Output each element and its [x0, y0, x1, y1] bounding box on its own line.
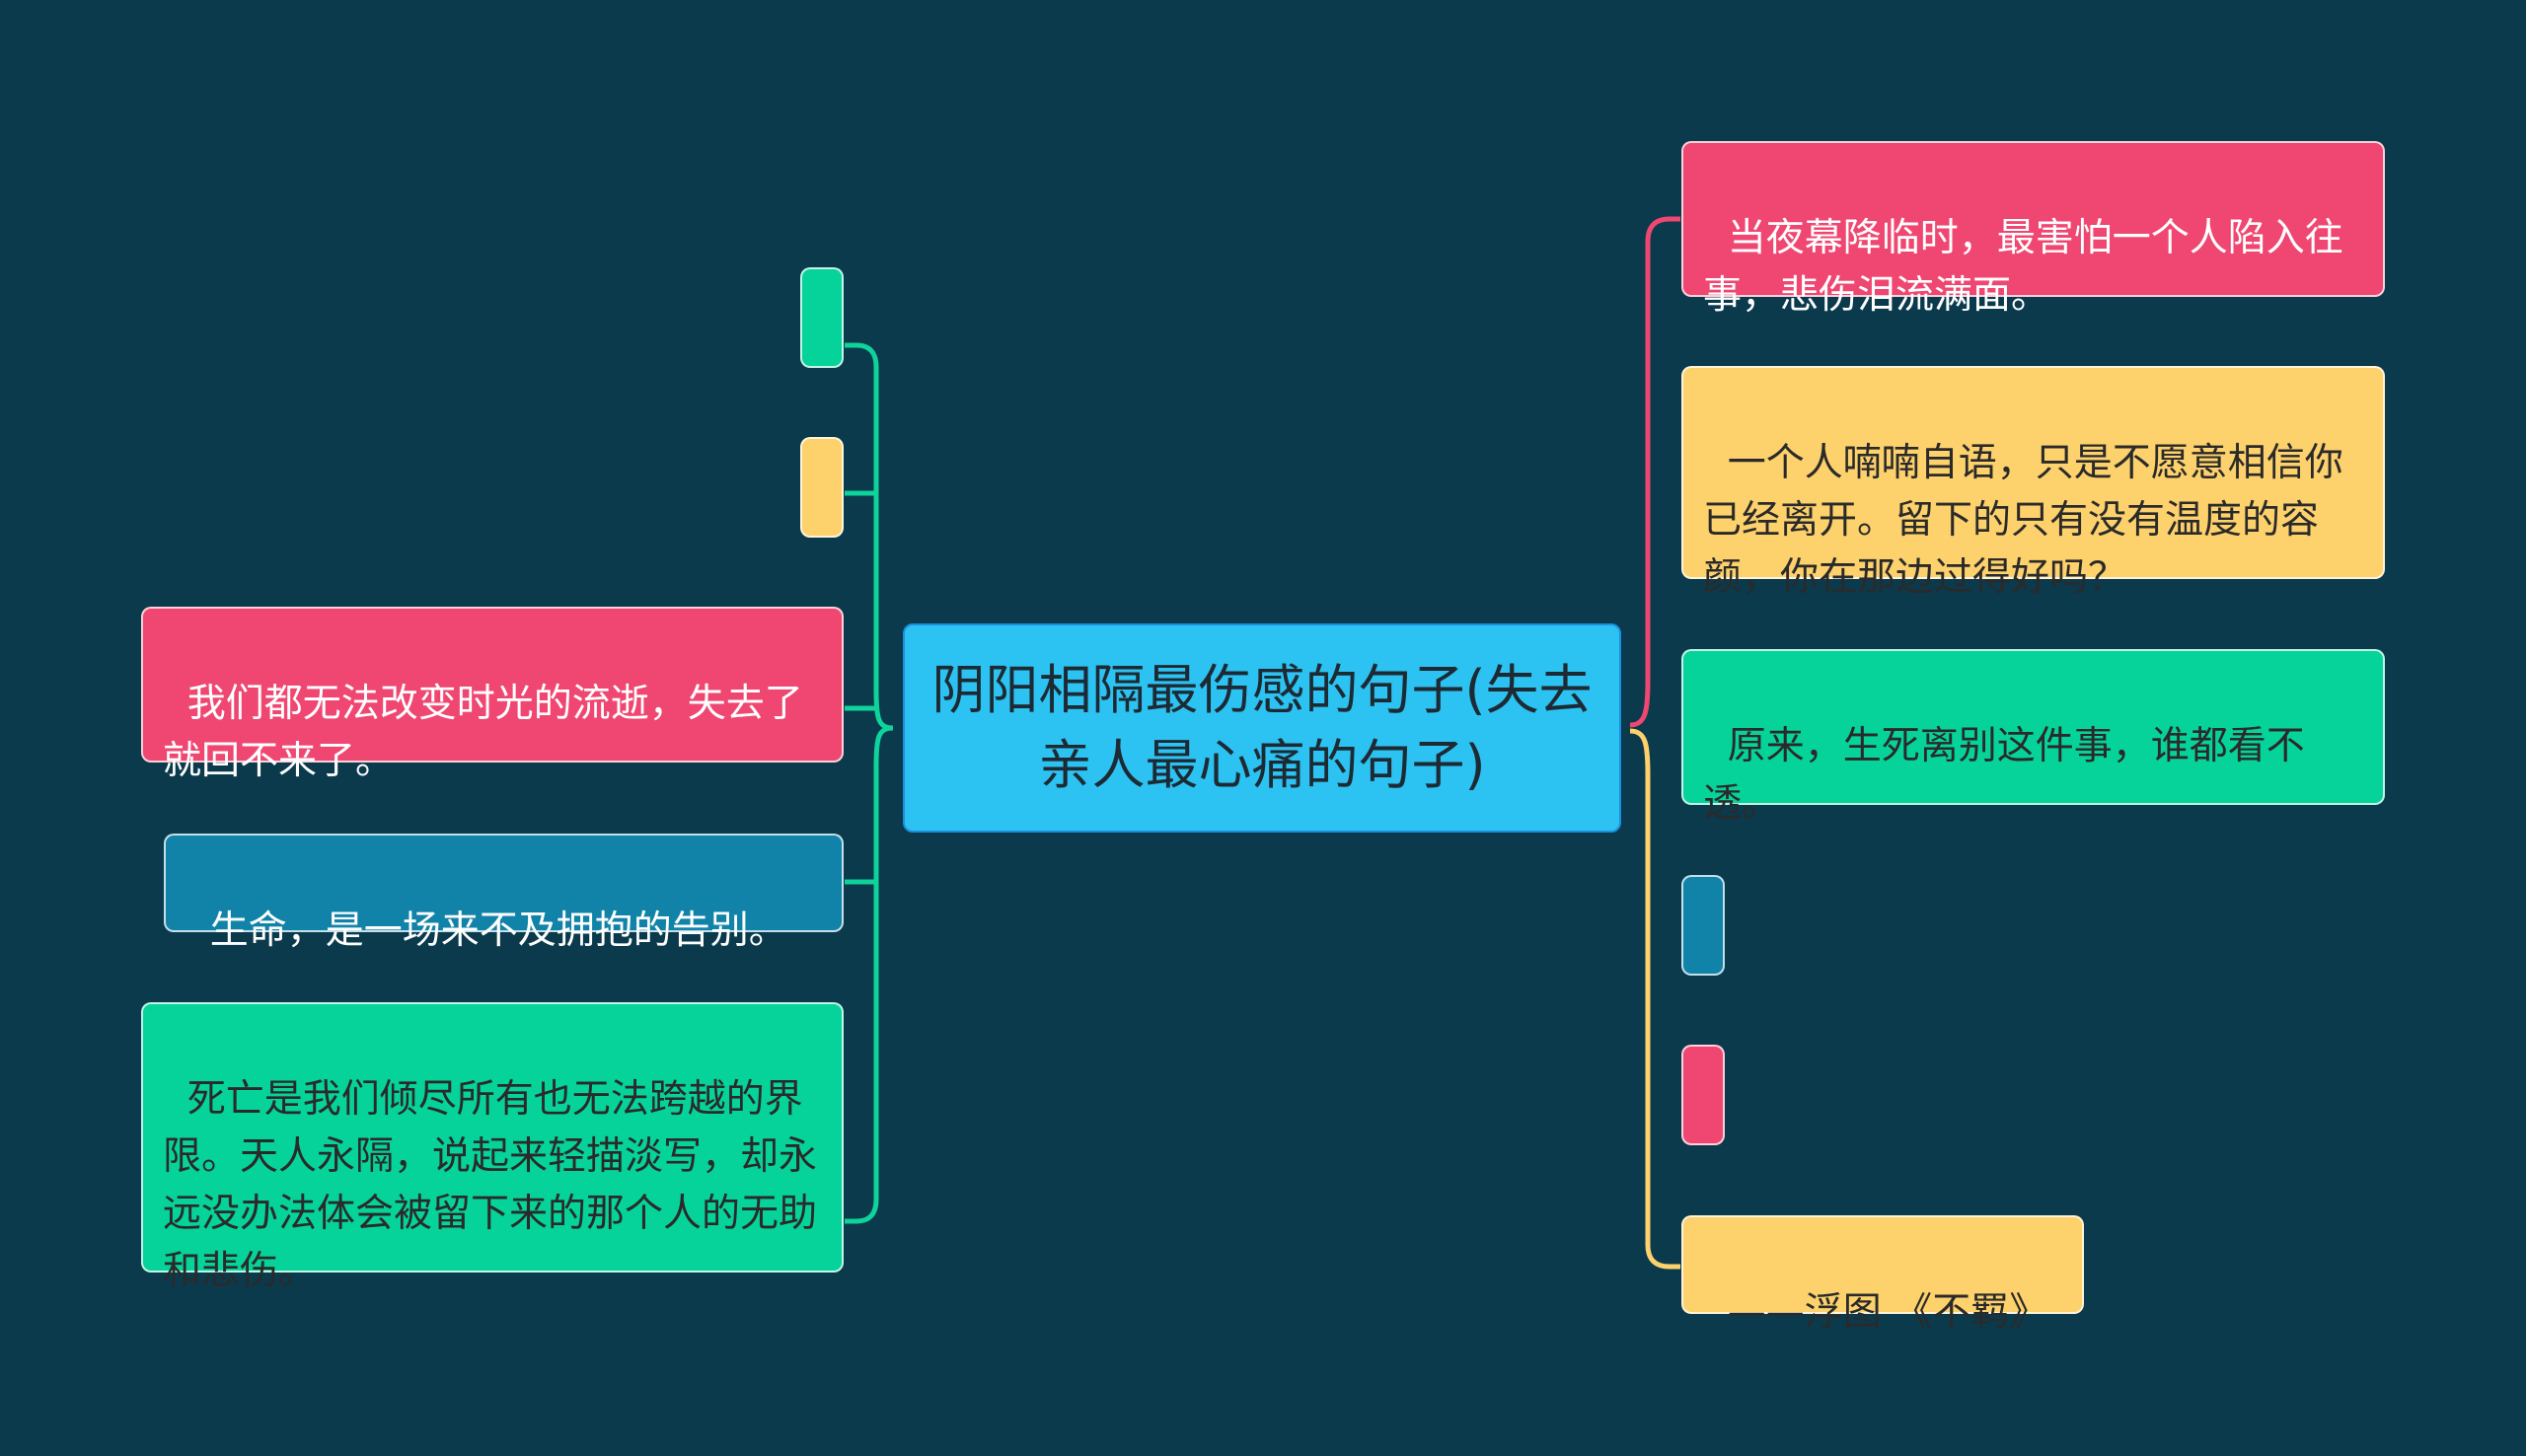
root-topic-label: 阴阳相隔最伤感的句子(失去亲人最心痛的句子) [931, 659, 1593, 796]
right-node-source[interactable]: ——浮图 《不羁》 [1681, 1215, 2084, 1335]
right-empty-node-red[interactable] [1681, 1045, 1725, 1145]
left-node-time-text: 我们都无法改变时光的流逝，失去了就回不来了。 [163, 682, 803, 783]
right-node-source-text: ——浮图 《不羁》 [1727, 1290, 2048, 1335]
root-topic[interactable]: 阴阳相隔最伤感的句子(失去亲人最心痛的句子) [903, 623, 1621, 833]
right-node-murmur[interactable]: 一个人喃喃自语，只是不愿意相信你已经离开。留下的只有没有温度的容颜，你在那边过得… [1681, 366, 2385, 600]
right-node-parting[interactable]: 原来，生死离别这件事，谁都看不透。 [1681, 649, 2385, 826]
left-node-death-text: 死亡是我们倾尽所有也无法跨越的界限。天人永隔，说起来轻描淡写，却永远没办法体会被… [163, 1077, 818, 1293]
left-node-time[interactable]: 我们都无法改变时光的流逝，失去了就回不来了。 [141, 607, 844, 783]
left-node-death[interactable]: 死亡是我们倾尽所有也无法跨越的界限。天人永隔，说起来轻描淡写，却永远没办法体会被… [141, 1002, 844, 1293]
right-node-parting-text: 原来，生死离别这件事，谁都看不透。 [1703, 724, 2305, 826]
left-bracket [845, 342, 894, 731]
left-node-farewell[interactable]: 生命，是一场来不及拥抱的告别。 [164, 834, 844, 953]
left-bracket-lower [845, 725, 894, 1224]
right-node-night[interactable]: 当夜幕降临时，最害怕一个人陷入往事，悲伤泪流满面。 [1681, 141, 2385, 318]
right-empty-node-blue[interactable] [1681, 875, 1725, 976]
left-empty-node-green[interactable] [800, 267, 844, 368]
right-bracket-upper [1629, 216, 1680, 728]
right-node-night-text: 当夜幕降临时，最害怕一个人陷入往事，悲伤泪流满面。 [1703, 216, 2343, 318]
left-node-farewell-text: 生命，是一场来不及拥抱的告别。 [209, 909, 787, 953]
left-empty-node-yellow[interactable] [800, 437, 844, 538]
right-bracket-lower [1629, 728, 1680, 1270]
right-node-murmur-text: 一个人喃喃自语，只是不愿意相信你已经离开。留下的只有没有温度的容颜，你在那边过得… [1703, 441, 2343, 600]
